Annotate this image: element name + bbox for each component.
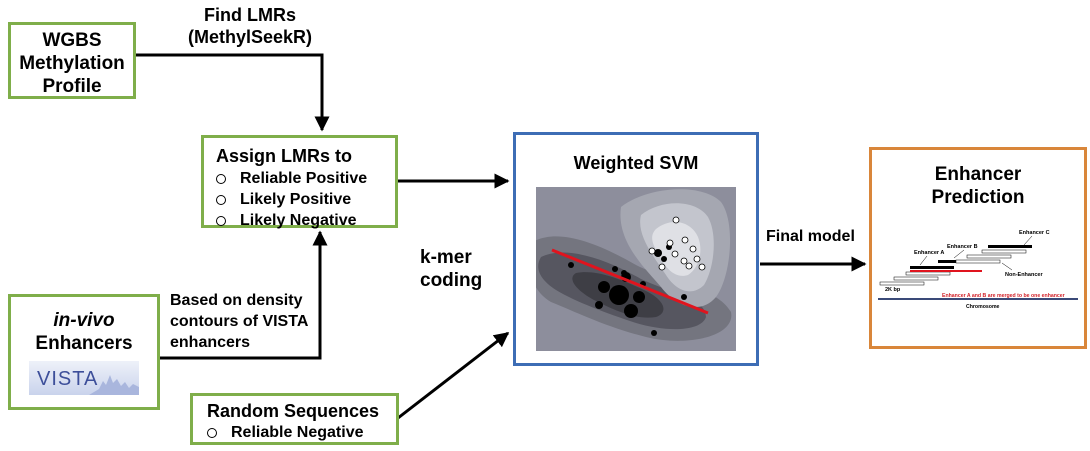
- assign-item-label: Likely Positive: [240, 191, 352, 208]
- enhancer-track-diagram: Enhancer C Enhancer B Enhancer A Non-Enh…: [878, 230, 1078, 310]
- vista-logo-text: VISTA: [37, 368, 98, 390]
- kmer-line-2: coding: [420, 270, 483, 291]
- assign-lmrs-box: Assign LMRs to Reliable Positive Likely …: [201, 135, 398, 231]
- merged-enhancer-bar: [910, 270, 982, 272]
- label-enhancer-c: Enhancer C: [1019, 230, 1050, 236]
- weighted-svm-box: Weighted SVM: [513, 132, 759, 366]
- density-line-3: enhancers: [170, 334, 251, 351]
- random-sequences-box: Random Sequences Reliable Negative: [190, 393, 399, 445]
- density-line-2: contours of VISTA: [170, 313, 309, 330]
- assign-item-label: Likely Negative: [240, 212, 357, 229]
- positive-points: [648, 216, 706, 271]
- arrow-invivo-to-assign: [160, 230, 328, 360]
- wgbs-line-2: Methylation: [19, 53, 125, 74]
- chromosome-label: Chromosome: [966, 304, 1000, 310]
- find-lmrs-label: Find LMRs (MethylSeekR): [160, 4, 340, 48]
- enhancer-c-bar: [988, 245, 1032, 248]
- enhancer-title-line-2: Prediction: [931, 187, 1025, 208]
- assign-title: Assign LMRs to: [216, 146, 353, 166]
- bullet-circle-icon: [216, 173, 226, 184]
- density-line-1: Based on density: [170, 292, 303, 309]
- wgbs-line-3: Profile: [42, 76, 102, 97]
- enhancer-title-line-1: Enhancer: [934, 164, 1022, 185]
- enhancer-title: Enhancer Prediction: [872, 163, 1084, 209]
- wgbs-line-1: WGBS: [42, 30, 102, 51]
- arrow-wgbs-to-assign: [135, 53, 330, 132]
- vista-logo: VISTA: [29, 361, 139, 395]
- merged-note-text: Enhancer A and B are merged to be one en…: [942, 293, 1065, 299]
- random-title: Random Sequences: [207, 401, 380, 421]
- assign-item-reliable-positive: Reliable Positive: [216, 168, 395, 189]
- assign-item-likely-negative: Likely Negative: [216, 210, 395, 231]
- bullet-circle-icon: [216, 215, 226, 226]
- svm-title: Weighted SVM: [573, 153, 699, 173]
- density-label: Based on density contours of VISTA enhan…: [170, 290, 320, 353]
- random-item-label: Reliable Negative: [231, 424, 364, 441]
- vista-logo-graphic: VISTA: [37, 368, 139, 395]
- random-item-reliable-negative: Reliable Negative: [207, 422, 396, 443]
- invivo-line-2: Enhancers: [35, 333, 133, 354]
- invivo-line-1: in-vivo: [53, 310, 115, 331]
- arrow-random-to-svm: [397, 331, 510, 420]
- chromosome-line: [878, 298, 1078, 300]
- final-model-label: Final model: [766, 228, 855, 245]
- svm-density-plot: [536, 187, 736, 351]
- kmer-line-1: k-mer: [420, 247, 472, 268]
- svm-hyperplane-line: [551, 248, 709, 315]
- bullet-circle-icon: [207, 427, 217, 438]
- invivo-enhancers-box: in-vivo Enhancers VISTA: [8, 294, 160, 410]
- label-non-enhancer: Non-Enhancer: [1005, 272, 1043, 278]
- label-enhancer-b: Enhancer B: [947, 244, 978, 250]
- enhancer-a-bar: [910, 266, 954, 269]
- enhancer-prediction-box: Enhancer Prediction Enhancer C Enhancer …: [869, 147, 1087, 349]
- assign-item-likely-positive: Likely Positive: [216, 189, 395, 210]
- find-lmrs-line-2: (MethylSeekR): [187, 27, 313, 47]
- label-enhancer-a: Enhancer A: [914, 250, 944, 256]
- kmer-coding-label: k-mer coding: [420, 246, 482, 292]
- assign-item-label: Reliable Positive: [240, 170, 368, 187]
- wgbs-box: WGBS Methylation Profile: [8, 22, 136, 99]
- label-2k-bp: 2K bp: [885, 287, 901, 293]
- find-lmrs-line-1: Find LMRs: [204, 5, 296, 25]
- bullet-circle-icon: [216, 194, 226, 205]
